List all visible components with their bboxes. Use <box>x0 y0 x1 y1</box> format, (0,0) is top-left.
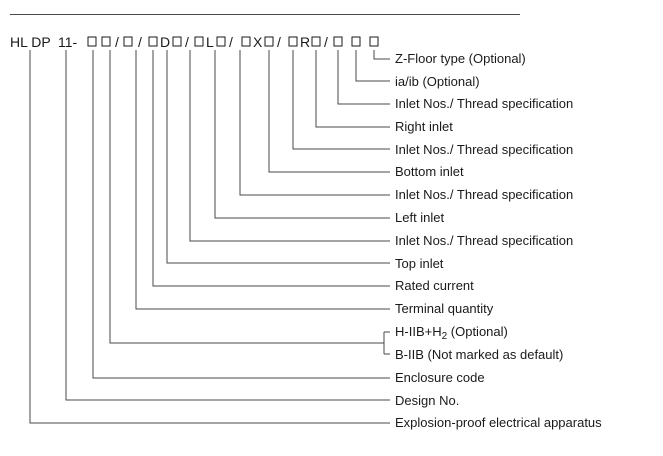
code-box <box>123 36 133 47</box>
label-right-inlet-spec: Inlet Nos./ Thread specification <box>395 96 573 111</box>
code-slash: / <box>115 34 119 50</box>
code-letter-right: R <box>300 34 310 50</box>
code-box <box>264 36 274 47</box>
code-slash: / <box>277 34 281 50</box>
code-box <box>351 36 361 47</box>
code-box <box>101 36 111 47</box>
label-bottom-inlet-spec: Inlet Nos./ Thread specification <box>395 142 573 157</box>
code-box <box>194 36 204 47</box>
code-box <box>311 36 321 47</box>
label-group-h-tail: (Optional) <box>447 324 508 339</box>
label-top-inlet-spec: Inlet Nos./ Thread specification <box>395 233 573 248</box>
code-box <box>241 36 251 47</box>
code-box <box>87 36 97 47</box>
label-bottom-inlet: Bottom inlet <box>395 164 464 179</box>
label-group-h-main: H-IIB+H <box>395 324 442 339</box>
code-letter-top: D <box>160 34 170 50</box>
code-box <box>333 36 343 47</box>
code-letter-bottom: X <box>253 34 263 50</box>
code-slash: / <box>229 34 233 50</box>
code-box <box>369 36 379 47</box>
leader-lines <box>29 50 390 424</box>
label-left-inlet-spec: Inlet Nos./ Thread specification <box>395 187 573 202</box>
code-box <box>148 36 158 47</box>
code-letter-left: L <box>206 34 214 50</box>
label-group-b: B-IIB (Not marked as default) <box>395 347 563 362</box>
label-terminal-quantity: Terminal quantity <box>395 301 494 316</box>
label-enclosure-code: Enclosure code <box>395 370 485 385</box>
label-right-inlet: Right inlet <box>395 119 453 134</box>
code-slash: / <box>185 34 189 50</box>
code-design: 11- <box>58 34 78 50</box>
label-top-inlet: Top inlet <box>395 256 444 271</box>
label-explosion-proof: Explosion-proof electrical apparatus <box>395 415 602 430</box>
code-box <box>288 36 298 47</box>
code-box <box>216 36 226 47</box>
label-floor-type: Z-Floor type (Optional) <box>395 51 526 66</box>
code-box <box>172 36 182 47</box>
label-rated-current: Rated current <box>395 278 474 293</box>
code-prefix: HL DP <box>10 34 51 50</box>
label-ia-ib: ia/ib (Optional) <box>395 74 480 89</box>
code-slash: / <box>138 34 142 50</box>
label-left-inlet: Left inlet <box>395 210 445 225</box>
code-slash: / <box>324 34 328 50</box>
label-design-no: Design No. <box>395 393 459 408</box>
label-group-h: H-IIB+H2 (Optional) <box>395 324 508 342</box>
label-group-h-sub: 2 <box>442 331 448 342</box>
